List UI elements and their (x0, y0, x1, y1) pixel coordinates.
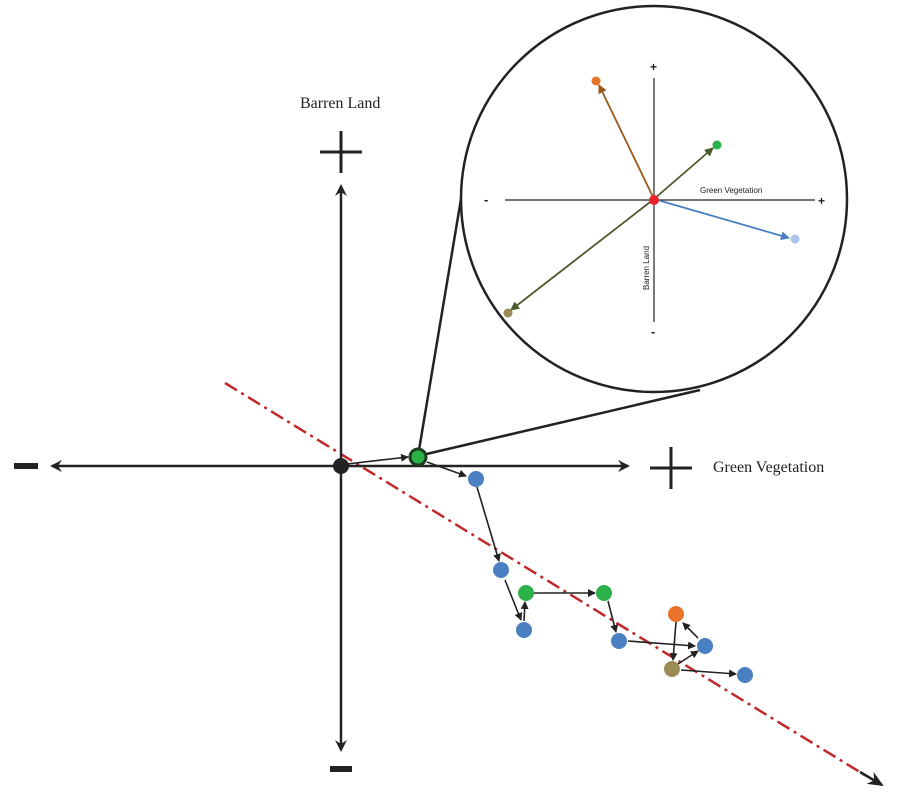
x-axis-label: Green Vegetation (713, 459, 824, 476)
arrow-olive-to-blue6 (680, 669, 737, 678)
inset-x-minus: - (484, 192, 488, 207)
point-blue-1 (468, 471, 484, 487)
inset-vector-green (653, 147, 714, 200)
inset-center-red (649, 195, 659, 205)
arrow-blue4-to-blue5 (627, 640, 696, 650)
arrow-blue1-to-blue2 (476, 486, 501, 562)
arrow-blue2-to-blue3 (504, 579, 523, 621)
trend-line (224, 381, 869, 779)
point-olive (664, 661, 680, 677)
point-blue-4 (611, 633, 627, 649)
point-blue-3 (516, 622, 532, 638)
origin-point (333, 458, 349, 474)
arrow-blue5-to-orange (682, 622, 699, 639)
arrow-orange-to-olive (669, 621, 678, 661)
arrow-origin-to-green (346, 453, 409, 465)
y-minus-sign (330, 766, 352, 772)
y-axis-label: Barren Land (300, 95, 380, 112)
inset-vector-olive (510, 198, 655, 311)
arrow-green-to-blue1 (426, 461, 467, 478)
inset-point-green (712, 140, 722, 150)
inset-y-label: Barren Land (642, 246, 651, 290)
inset-y-minus: - (651, 324, 655, 339)
trend-line-arrow (859, 770, 884, 787)
inset-point-olive (503, 308, 513, 318)
arrow-olive-to-blue5 (677, 650, 699, 665)
arrow-green3-to-blue4 (607, 600, 619, 633)
point-green-2 (518, 585, 534, 601)
trajectory-arrows (346, 453, 737, 678)
inset-point-orange (591, 76, 601, 86)
point-blue-5 (697, 638, 713, 654)
inset-x-label: Green Vegetation (700, 186, 762, 195)
zoom-connector-lower (417, 388, 701, 458)
inset-vector-orange (598, 84, 655, 200)
x-plus-sign (650, 447, 692, 489)
inset-vector-blue (653, 198, 790, 241)
inset-point-light-blue (790, 234, 800, 244)
point-blue-2 (493, 562, 509, 578)
arrow-blue3-to-green2 (520, 601, 529, 622)
x-minus-sign (14, 463, 38, 469)
inset-y-plus: + (650, 60, 657, 74)
y-plus-sign (320, 131, 362, 173)
point-blue-6 (737, 667, 753, 683)
inset-x-plus: + (818, 194, 825, 208)
zoom-connector-upper (416, 192, 464, 457)
point-green-highlight (408, 447, 428, 467)
point-orange (668, 606, 684, 622)
point-green-3 (596, 585, 612, 601)
